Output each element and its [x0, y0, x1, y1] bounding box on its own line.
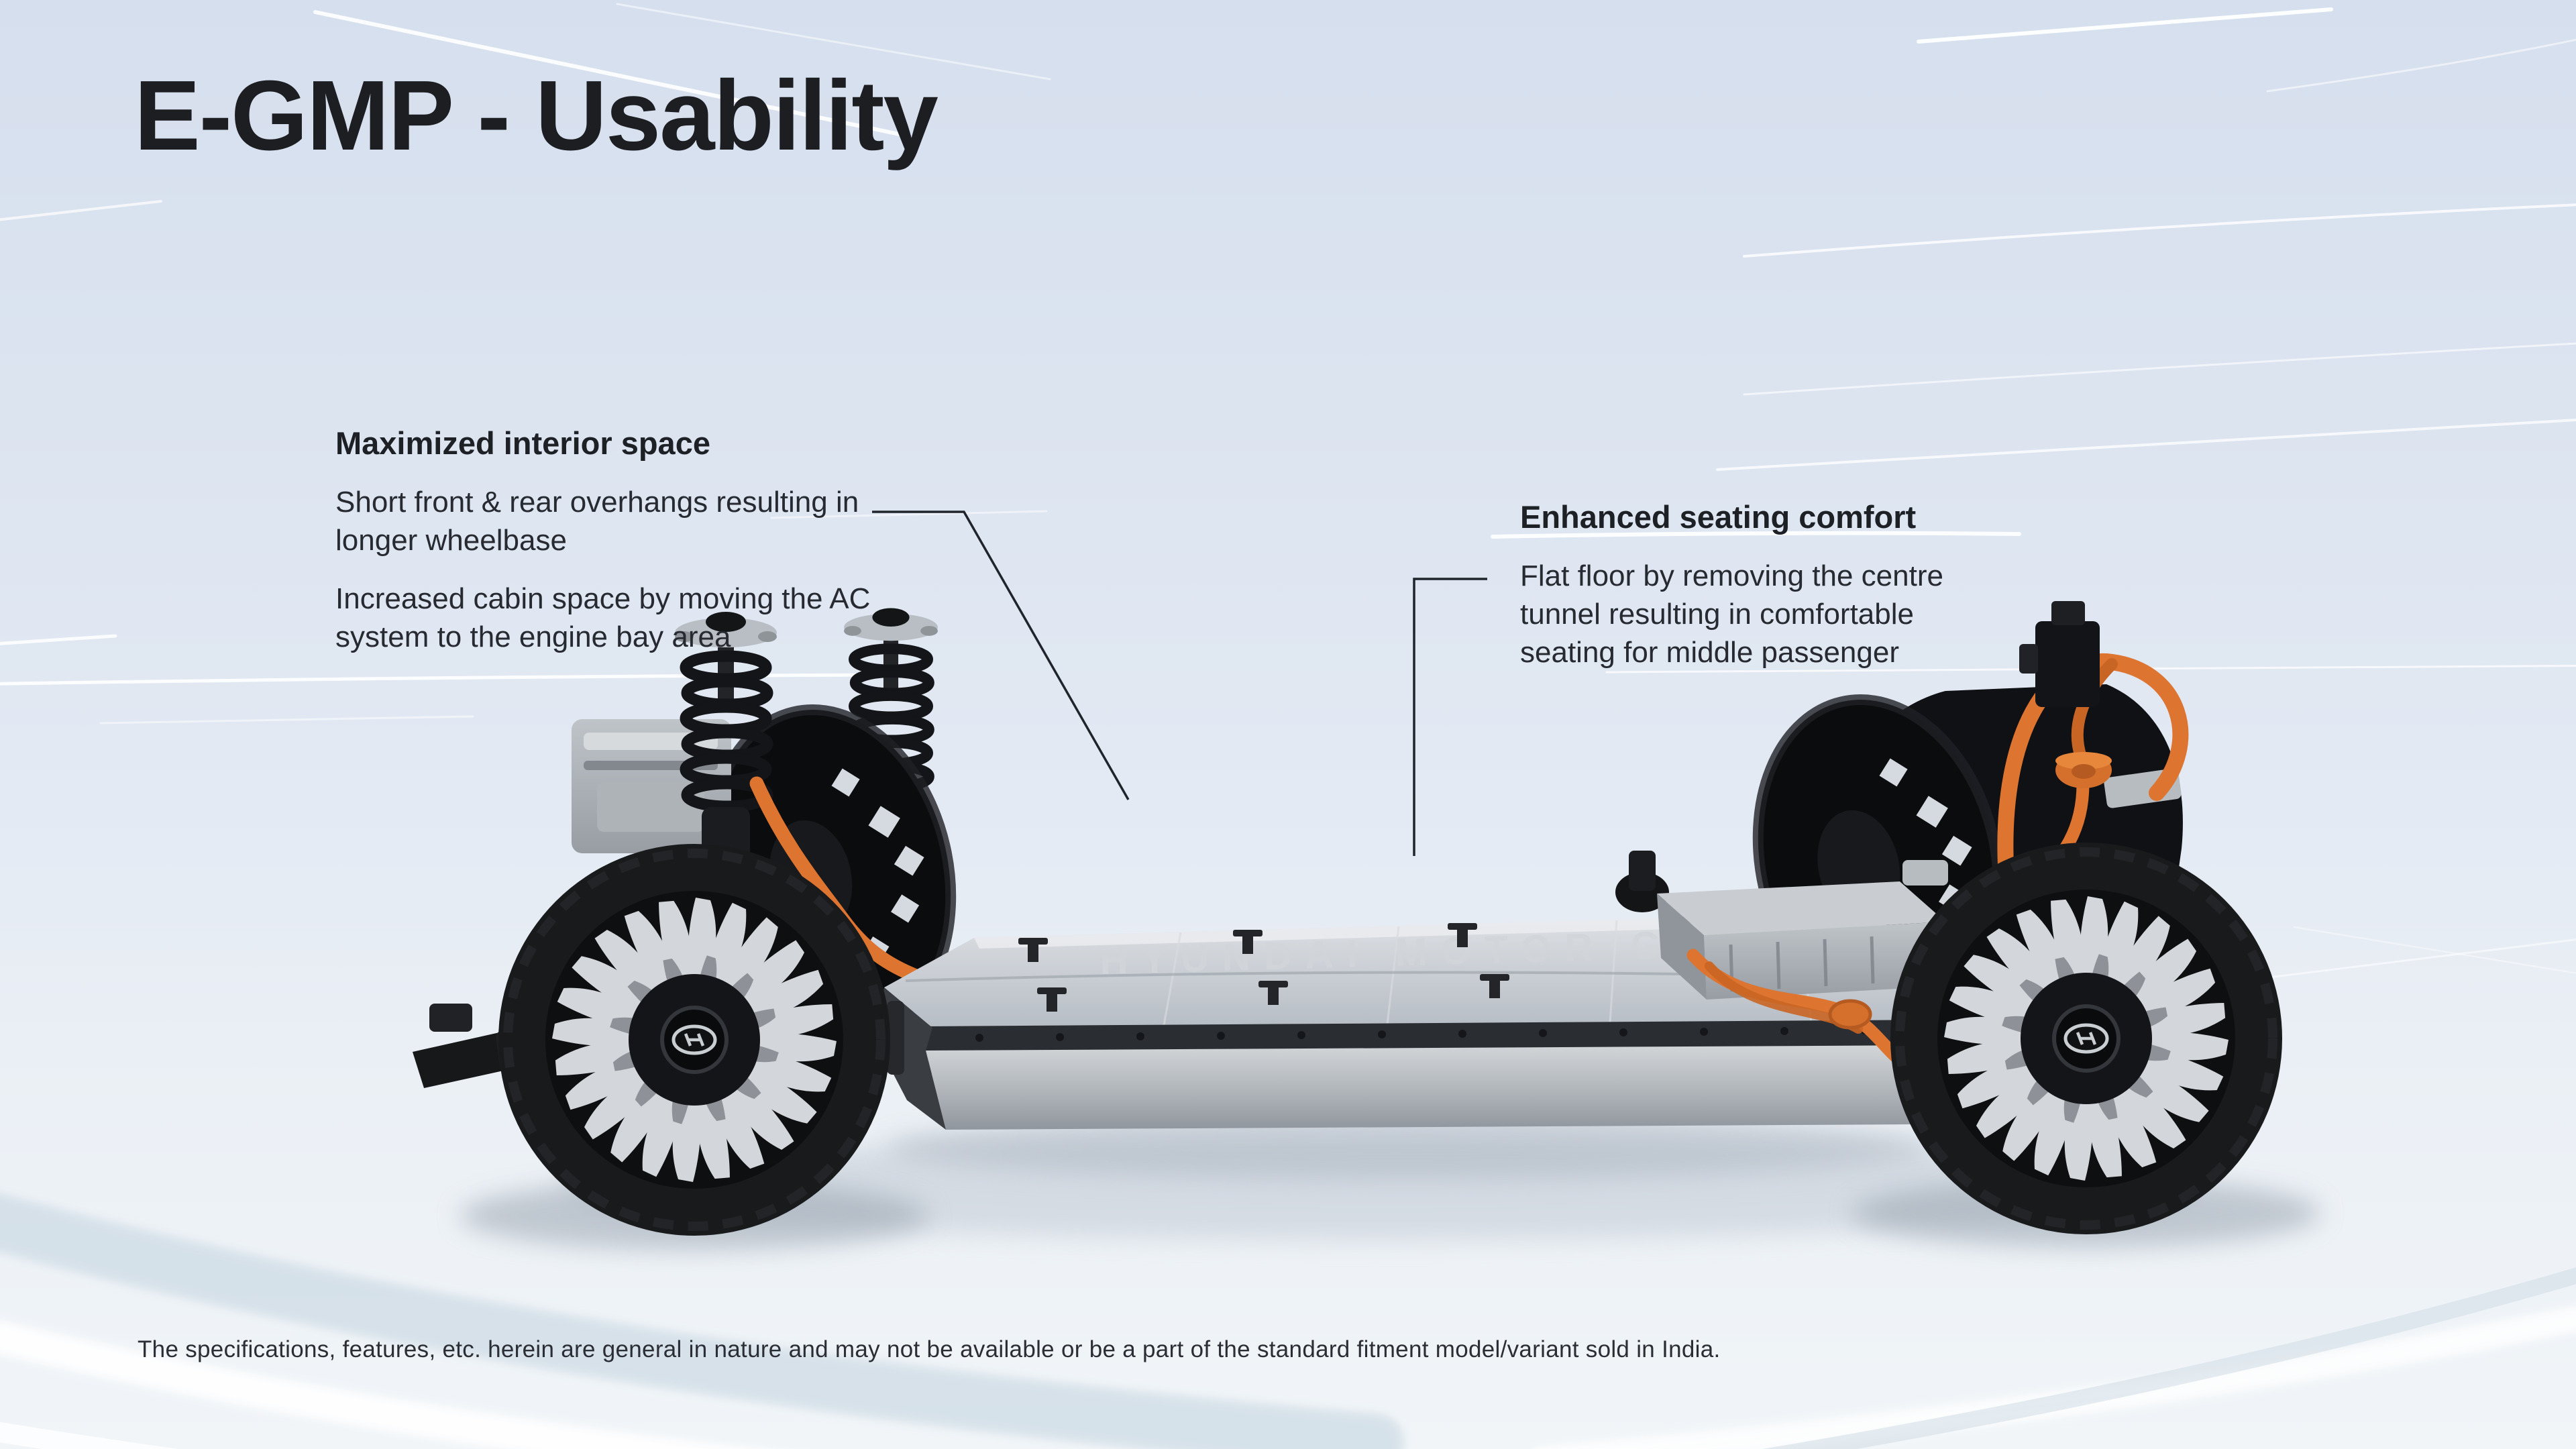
front-near-wheel [498, 844, 890, 1236]
inverter-hv-cables [1686, 949, 1920, 1076]
callout-right-heading: Enhanced seating comfort [1520, 499, 1917, 535]
disclaimer-footnote: The specifications, features, etc. herei… [138, 1336, 1721, 1362]
page-title: E-GMP - Usability [134, 60, 938, 171]
charge-module [2019, 601, 2100, 707]
callout-enhanced-seating-comfort: Enhanced seating comfort Flat floor by r… [1520, 498, 1983, 672]
hv-connector-bell [2055, 752, 2112, 788]
callout-right-body: Flat floor by removing the centre tunnel… [1520, 559, 1943, 669]
callout-left-body-1: Short front & rear overhangs resulting i… [335, 486, 859, 557]
leader-line-left [872, 511, 1130, 800]
callout-left-heading: Maximized interior space [335, 425, 710, 461]
callout-maximized-interior-space: Maximized interior space Short front & r… [335, 424, 872, 656]
leader-line-right [1413, 578, 1487, 856]
rear-near-wheel [1890, 843, 2282, 1234]
leader-lines [872, 511, 1487, 856]
callout-left-body-2: Increased cabin space by moving the AC s… [335, 582, 871, 653]
inverter-box [1615, 851, 1948, 1000]
floor-arcs [0, 1193, 2576, 1449]
